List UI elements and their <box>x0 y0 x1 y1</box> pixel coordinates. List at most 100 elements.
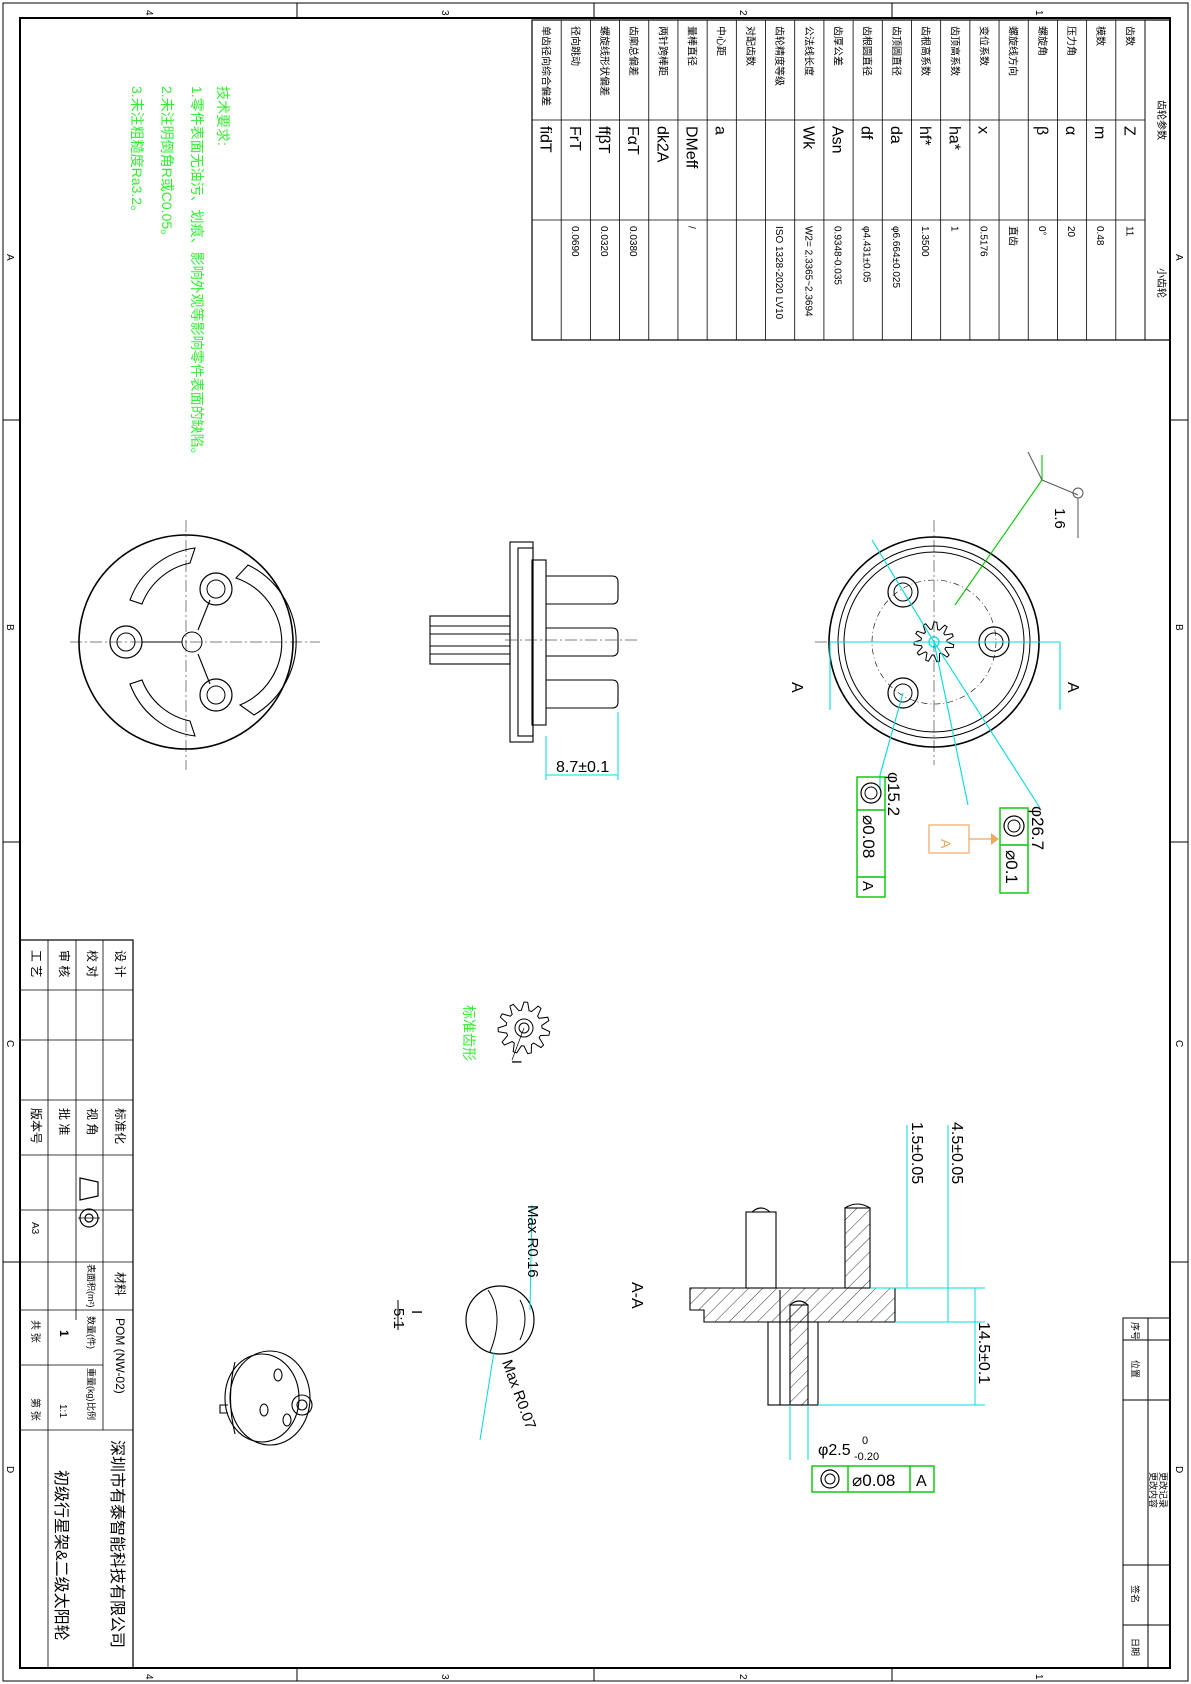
tb-label-design: 设 计 <box>113 950 127 977</box>
gear-table-cell-r13-c0: 对配齿数 <box>744 26 757 66</box>
gear-table-cell-r2-c2: 20 <box>1065 226 1076 238</box>
gear-table-cell-r5-c2: 0.5176 <box>977 226 988 257</box>
detail-i <box>465 1285 535 1355</box>
dim-pin-diameter: φ2.5 <box>818 1442 851 1459</box>
gear-table-cell-r3-c2: 0° <box>1036 226 1047 236</box>
gear-table-cell-r10-c0: 齿厚公差 <box>832 26 845 66</box>
gear-table-cell-r11-c2: W2= 2.3365~2.3694 <box>802 226 813 317</box>
tb-label-process: 工 艺 <box>29 950 43 977</box>
dim-pin-tol-upper: 0 <box>862 1435 868 1447</box>
detail-i-leaders <box>479 1204 533 1441</box>
section-title: A-A <box>628 1282 645 1309</box>
section-dims <box>789 1125 985 1460</box>
dim-pitch-diameter: φ15.2 <box>884 772 903 816</box>
rev-col-no: 序号 <box>1130 1322 1141 1340</box>
gear-table-cell-r16-c0: 两针跨棒距 <box>656 26 669 76</box>
gear-table-cell-r9-c1: df <box>858 126 875 140</box>
gear-table-header-right: 小齿轮 <box>1155 268 1168 298</box>
gear-table-cell-r6-c0: 齿顶高系数 <box>948 26 961 76</box>
zone-col-2-top: 2 <box>737 10 748 16</box>
detail-ref-label: I <box>509 1060 525 1064</box>
tech-req-item-3: 3.未注粗糙度Ra3.2。 <box>129 86 145 219</box>
zone-col-3-top: 3 <box>439 10 450 16</box>
tb-sheets-total: 共 张 <box>29 1320 41 1343</box>
tech-req-item-1: 1.零件表面无油污、划痕、影响外观等影响零件表面的缺陷。 <box>189 86 205 462</box>
gear-table-cell-r17-c1: FαT <box>624 126 641 155</box>
zone-row-b-left: B <box>4 624 15 631</box>
detail-scale: 5:1 <box>390 1308 407 1329</box>
section-mark-a-2: A <box>788 682 805 693</box>
detail-max-r-1: Max R0.16 <box>524 1205 541 1278</box>
revision-text: 更改记录 更改内容 序号 位置 签名 日期 <box>1130 1322 1169 1656</box>
gdt-frame-outer: ⌀0.1 <box>999 807 1029 894</box>
gear-table-cell-r9-c2: φ4.431±0.05 <box>861 226 872 283</box>
gear-table-cell-r8-c2: φ6.664±0.025 <box>890 226 901 288</box>
projection-symbol <box>78 1177 100 1228</box>
gear-table-cell-r8-c0: 齿顶圆直径 <box>890 26 903 76</box>
gear-table-cell-r1-c1: m <box>1091 126 1108 139</box>
gear-table-cell-r11-c1: Wk <box>799 126 816 150</box>
section-mark-a-1: A <box>1064 682 1081 693</box>
zone-row-a-right: A <box>1173 254 1184 261</box>
datum-a-label: A <box>938 839 954 849</box>
gdt-pitch-datum: A <box>859 881 876 891</box>
standard-gear-profile <box>497 1001 551 1061</box>
tb-qty: 1 <box>57 1330 71 1337</box>
dim-height-4-5: 4.5±0.05 <box>948 1122 965 1184</box>
roughness-value: 1.6 <box>1051 508 1068 529</box>
rev-col-pos: 位置 <box>1130 1360 1141 1378</box>
tb-label-version: 版本号 <box>29 1108 43 1144</box>
tb-label-weight: 重量(kg) <box>86 1368 97 1402</box>
detail-max-r-2: Max R0.07 <box>498 1358 539 1432</box>
gear-table-cell-r2-c0: 压力角 <box>1065 26 1078 56</box>
gear-table-cell-r6-c2: 1 <box>948 226 959 232</box>
dim-pin-tol-lower: -0.20 <box>854 1451 879 1463</box>
revision-block <box>1122 1317 1171 1669</box>
title-block <box>19 939 134 1669</box>
dim-outer-diameter: φ26.7 <box>1028 806 1047 850</box>
zone-row-d-right: D <box>1173 1466 1184 1473</box>
rev-col-sign: 签名 <box>1130 1585 1141 1603</box>
gear-table-cell-r14-c0: 中心距 <box>715 26 728 56</box>
gear-table-cell-r20-c1: fidT <box>537 126 554 153</box>
side-view <box>429 541 640 743</box>
gear-table-cell-r17-c2: 0.0380 <box>627 226 638 257</box>
tb-company: 深圳市有泰智能科技有限公司 <box>108 1440 126 1648</box>
roughness-symbol <box>1027 451 1084 538</box>
gear-table-cell-r19-c1: FrT <box>566 126 583 151</box>
tb-label-standard: 标准化 <box>113 1108 127 1144</box>
gear-table-cell-r0-c0: 齿数 <box>1123 26 1136 46</box>
gear-table-cell-r7-c0: 齿根高系数 <box>919 26 932 76</box>
zone-col-4-bottom: 4 <box>143 1674 154 1680</box>
detail-label: I <box>408 1310 425 1314</box>
back-view <box>70 520 320 770</box>
tb-label-material: 材料 <box>113 1272 127 1296</box>
gear-table-cell-r3-c0: 螺旋角 <box>1036 26 1049 56</box>
gear-table-cell-r15-c0: 量棒直径 <box>686 26 699 66</box>
tech-req-title: 技术要求: <box>215 86 231 146</box>
rev-title: 更改记录 <box>1158 1472 1169 1508</box>
tb-label-area: 表面积(m²) <box>86 1264 97 1308</box>
gear-table-cell-r9-c0: 齿根圆直径 <box>861 26 874 76</box>
gear-table-cell-r5-c1: x <box>974 126 991 134</box>
gear-table-cell-r15-c1: DMeff <box>683 126 700 169</box>
gear-table-cell-r7-c1: hf* <box>916 126 933 146</box>
side-view-dim <box>545 712 619 780</box>
gdt-pin-datum: A <box>916 1473 927 1490</box>
tb-label-scale: 比例 <box>86 1402 97 1420</box>
rev-sub: 更改内容 <box>1148 1472 1159 1508</box>
gdt-frame-pin: ⌀0.08 A <box>811 1465 935 1493</box>
roughness-leader <box>954 455 1043 606</box>
dim-height-14-5: 14.5±0.1 <box>975 1322 992 1384</box>
tech-req-item-2: 2.未注明倒角R或C0.05。 <box>159 86 175 243</box>
gear-table-cell-r12-c0: 齿轮精度等级 <box>773 26 786 86</box>
tb-label-review: 审 核 <box>57 950 72 977</box>
gear-table-header-left: 齿轮参数 <box>1155 100 1168 140</box>
gear-table-cell-r15-c2: / <box>686 226 697 229</box>
tb-sheet-no: 第 张 <box>29 1398 42 1421</box>
gdt-pitch-value: ⌀0.08 <box>859 815 878 858</box>
zone-col-4-top: 4 <box>143 10 154 16</box>
title-block-text: 设 计 校 对 审 核 工 艺 标准化 视 角 批 准 版本号 材料 POM (… <box>29 950 127 1648</box>
tb-label-check: 校 对 <box>85 950 100 977</box>
